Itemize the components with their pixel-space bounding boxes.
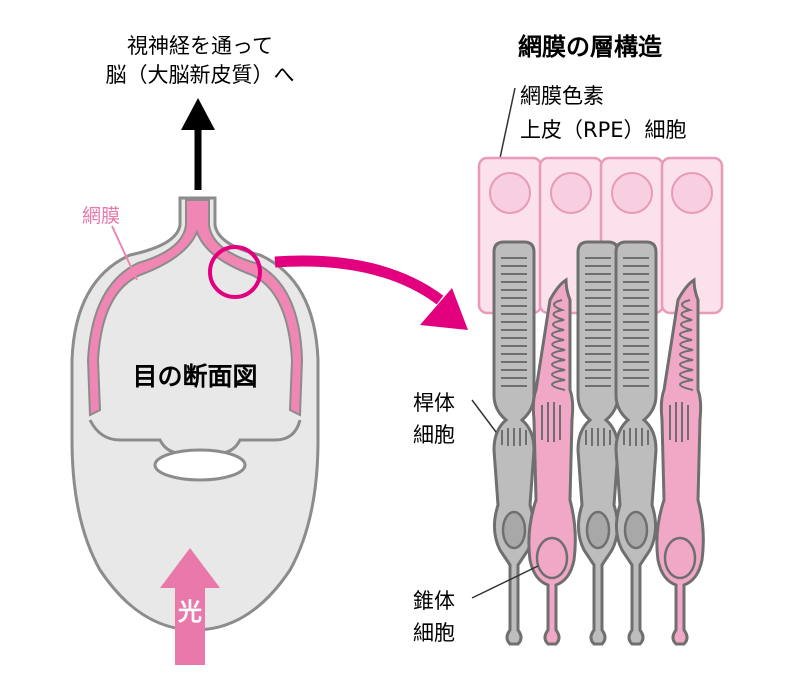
cone-label-2: 細胞 [413,621,455,645]
optic-nerve-label-2: 脳（大脳新皮質）へ [106,63,295,87]
layer-title: 網膜の層構造 [518,33,662,61]
rod-label-1: 桿体 [413,391,455,415]
rod-cell [576,240,620,646]
rod-cell [614,240,658,646]
rpe-label-2: 上皮（RPE）細胞 [520,118,687,142]
eye-cross-section [70,98,468,665]
optic-nerve-label-1: 視神経を通って [127,34,273,58]
cone-label-1: 錐体 [413,589,455,613]
retina-label: 網膜 [82,205,120,227]
eye-section-label: 目の断面図 [132,362,257,391]
rod-label-2: 細胞 [413,423,455,447]
light-label: 光 [177,598,202,626]
cone-cell [527,278,577,646]
rpe-label-1: 網膜色素 [520,84,604,108]
cone-cell [655,278,705,646]
highlight-circle [208,245,262,299]
light-arrow [160,548,220,665]
magnify-arrow [420,288,468,330]
